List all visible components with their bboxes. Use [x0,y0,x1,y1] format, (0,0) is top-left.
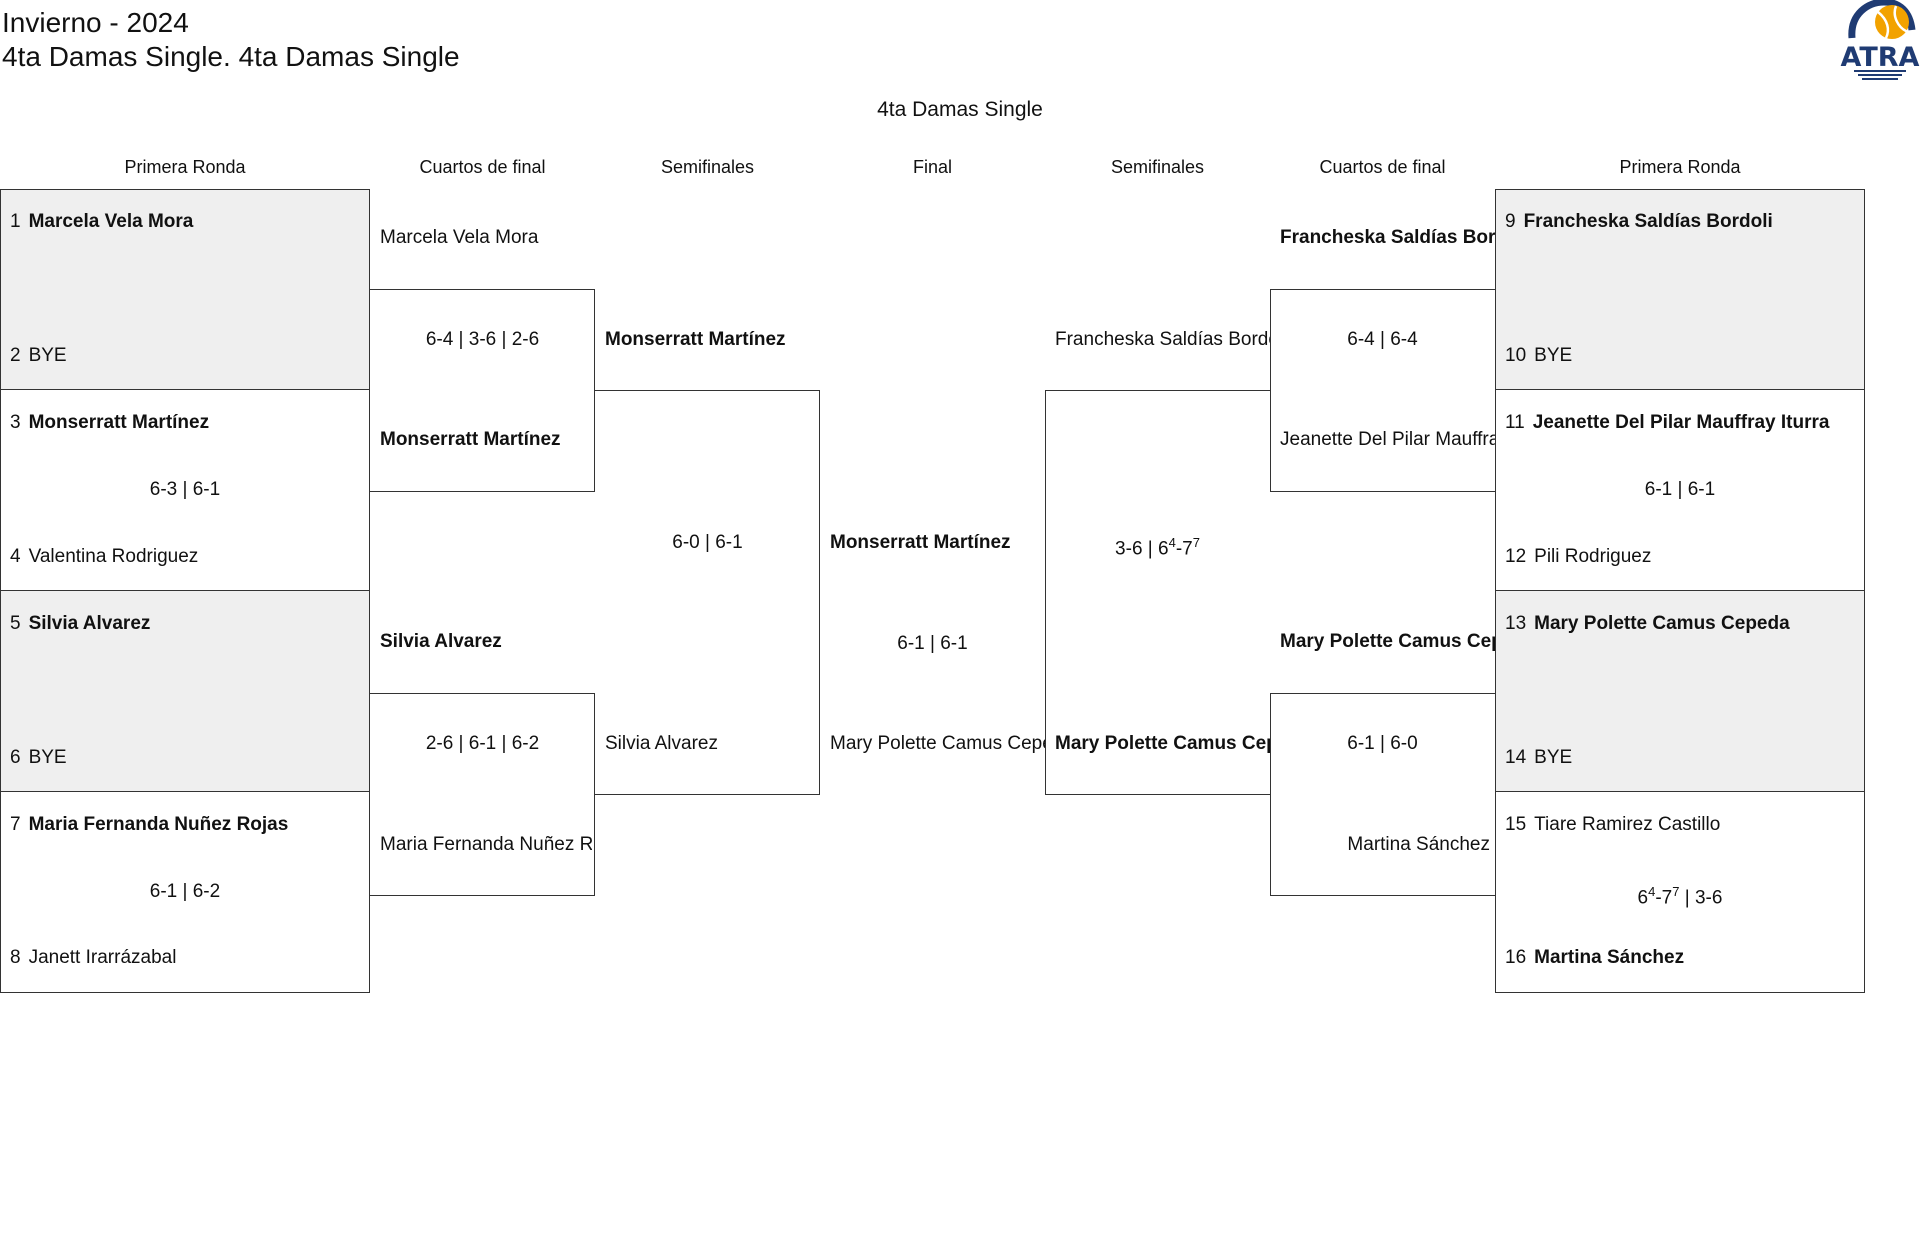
category-title: 4ta Damas Single. 4ta Damas Single [2,41,460,72]
quarter-left-1-score: 6-4 | 3-6 | 2-6 [425,329,540,350]
match-box-6 [1495,389,1865,592]
final-player-2: Mary Polette Camus Cepeda [830,733,1045,754]
round-title-first-right: Primera Ronda [1619,157,1741,177]
semi-left-score: 6-0 | 6-1 [672,532,743,553]
round-title-semis-right: Semifinales [1110,157,1205,177]
quarter-left-1-player-1: Marcela Vela Mora [380,227,539,248]
atra-logo: ATRA [1840,0,1920,84]
round-title-quarters-left: Cuartos de final [419,157,546,177]
match-score-8: 64-77 | 3-6 [1637,884,1723,909]
match-box-8 [1495,791,1865,993]
quarter-right-1-player-2: Jeanette Del Pilar Mauffray Iturra [1280,429,1495,450]
atra-logo-icon: ATRA [1841,0,1920,80]
semi-box-left [595,390,820,795]
semi-right-player-1: Francheska Saldías Bordoli [1055,329,1270,350]
match-box-4 [0,791,370,993]
quarter-box-left-1 [370,289,595,492]
quarter-right-1-score: 6-4 | 6-4 [1347,329,1418,350]
quarter-box-right-2 [1270,693,1495,896]
semi-box-right [1045,390,1270,795]
round-title-quarters-right: Cuartos de final [1319,157,1446,177]
round-title-final: Final [912,157,952,177]
quarter-left-2-score: 2-6 | 6-1 | 6-2 [425,733,540,754]
quarter-box-left-2 [370,693,595,896]
quarter-left-2-player-1: Silvia Alvarez [380,631,502,652]
season-title: Invierno - 2024 [2,7,189,38]
semi-left-player-1: Monserratt Martínez [605,329,786,350]
match-score-4: 6-1 | 6-2 [149,881,221,902]
quarter-right-2-player-1: Mary Polette Camus Cepeda [1280,631,1495,652]
bracket-title: 4ta Damas Single [877,98,1043,121]
quarter-right-2-player-2: Martina Sánchez [1347,834,1490,855]
match-box-5 [1495,189,1865,391]
match-score-2: 6-3 | 6-1 [149,479,221,500]
final-score: 6-1 | 6-1 [897,633,968,654]
logo-text: ATRA [1841,42,1920,73]
quarter-left-2-player-2: Maria Fernanda Nuñez Rojas [380,834,592,855]
semi-right-player-2: Mary Polette Camus Cepeda [1055,733,1270,754]
quarter-right-2-score: 6-1 | 6-0 [1347,733,1418,754]
final-player-1: Monserratt Martínez [830,532,1011,553]
quarter-box-right-1 [1270,289,1495,492]
match-box-2 [0,389,370,592]
round-title-semis-left: Semifinales [660,157,755,177]
quarter-left-1-player-2: Monserratt Martínez [380,429,561,450]
quarter-right-1-player-1: Francheska Saldías Bordoli [1280,227,1495,248]
semi-right-score: 3-6 | 64-77 [1115,535,1200,560]
match-score-6: 6-1 | 6-1 [1644,479,1716,500]
match-box-1 [0,189,370,391]
round-title-first-left: Primera Ronda [124,157,246,177]
semi-left-player-2: Silvia Alvarez [605,733,718,754]
